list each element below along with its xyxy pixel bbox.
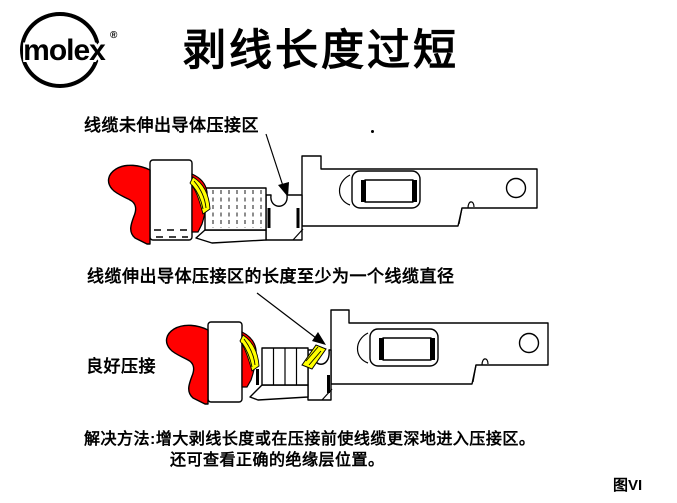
pointer-arrow-line xyxy=(265,133,284,187)
contact-box-left-bar xyxy=(361,180,366,202)
crimp-base xyxy=(249,384,309,401)
good-crimp-diagram xyxy=(165,292,549,405)
strand-lines xyxy=(241,338,256,368)
seam-tick xyxy=(267,208,271,228)
bad-crimp-diagram xyxy=(107,133,538,245)
pointer-arrow-line xyxy=(256,292,317,339)
solution-line-2: 还可查看正确的绝缘层位置。 xyxy=(170,452,385,469)
strand-lines xyxy=(191,180,207,210)
contact-box-right-bar xyxy=(430,338,435,360)
protruding-strand-lines xyxy=(305,346,322,366)
molex-logo: molex ® xyxy=(12,8,122,92)
contact-box-left-bar xyxy=(379,338,384,360)
terminal-hole xyxy=(518,332,540,354)
retention-lance xyxy=(472,358,489,383)
good-crimp-annotation: 线缆伸出导体压接区的长度至少为一个线缆直径 xyxy=(87,267,455,286)
figure-label: 图VI xyxy=(613,477,643,494)
crimp-base xyxy=(195,229,267,244)
terminal-good xyxy=(165,292,549,405)
band-dashes xyxy=(154,229,188,238)
pointer-arrow-head-icon xyxy=(312,332,326,345)
solution-line-1: 解决方法:增大剥线长度或在压接前使线缆更深地进入压接区。 xyxy=(84,431,536,448)
bad-crimp-annotation: 线缆未伸出导体压接区 xyxy=(84,116,259,135)
foot-line xyxy=(321,388,333,401)
protruding-strands xyxy=(301,344,327,370)
crimp-serrations xyxy=(212,190,262,228)
molex-logo-ring-icon xyxy=(20,12,100,88)
stray-dot xyxy=(371,130,374,133)
terminal-bad xyxy=(107,133,538,245)
insulation-crimp-band xyxy=(207,321,243,403)
contact-spring-arc xyxy=(356,332,369,364)
contact-box-inner xyxy=(382,337,432,361)
good-crimp-label: 良好压接 xyxy=(86,357,156,376)
page-title: 剥线长度过短 xyxy=(183,28,459,75)
terminal-body xyxy=(330,309,549,385)
wire-insulation xyxy=(107,164,151,245)
seam-tick xyxy=(256,369,259,385)
contact-box-right-bar xyxy=(412,180,417,202)
seam-tick xyxy=(327,375,330,393)
terminal-hole xyxy=(505,177,527,199)
conductor-transition xyxy=(265,194,303,241)
contact-spring-arc xyxy=(338,174,351,206)
molex-logo-text: molex xyxy=(23,34,106,67)
seam-tick xyxy=(296,208,300,228)
solution-text: 解决方法:增大剥线长度或在压接前使线缆更深地进入压接区。 还可查看正确的绝缘层位… xyxy=(84,429,535,471)
crimp-ribs xyxy=(272,348,298,385)
wire-insulation xyxy=(165,324,209,405)
pointer-arrow-head-icon xyxy=(278,182,289,197)
conductor-crimp-zone xyxy=(204,187,267,231)
contact-box-inner xyxy=(364,179,414,203)
insulation-crimp-band xyxy=(149,159,193,241)
retention-lance xyxy=(458,201,475,225)
wire-strands xyxy=(189,176,211,215)
registered-trademark-icon: ® xyxy=(110,30,118,41)
foot-line xyxy=(292,228,304,241)
